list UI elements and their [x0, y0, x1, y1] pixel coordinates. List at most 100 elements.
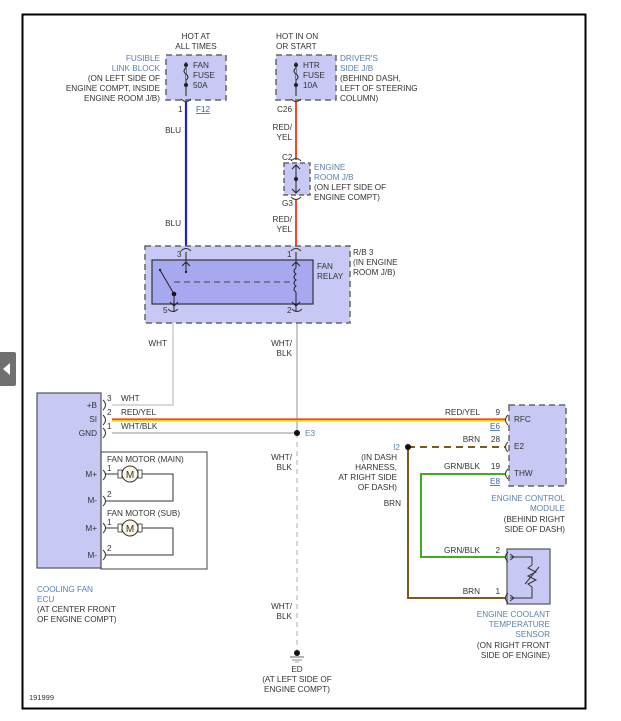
wire-label-wht-blk: WHT/: [271, 339, 293, 348]
pin-number: 3: [107, 394, 112, 403]
fuse-label: HTR: [303, 61, 320, 70]
wire-label-wht-blk: BLK: [277, 463, 293, 472]
fuse-icon: [293, 67, 299, 81]
connector-icon: [290, 98, 302, 102]
engine-room-jb: C2 G3 ENGINE ROOM J/B (ON LEFT SIDE OF E…: [282, 153, 386, 208]
jb-name: ENGINE: [314, 163, 346, 172]
relay-pin: 1: [287, 250, 292, 259]
fuse-label: FAN: [193, 61, 209, 70]
wire-label-wht-blk: WHT/: [271, 453, 293, 462]
block-location: LEFT OF STEERING: [340, 84, 418, 93]
ecm-location: SIDE OF DASH): [504, 525, 565, 534]
jb-name: ROOM J/B: [314, 173, 354, 182]
motor-symbol: M: [126, 524, 134, 535]
motor-icon: [121, 519, 139, 537]
wires: [112, 102, 505, 650]
block-location: (BEHIND DASH,: [340, 74, 401, 83]
chevron-left-icon: [3, 363, 10, 375]
ecu-name: ECU: [37, 595, 54, 604]
htr-fuse-block: HTR FUSE 10A HOT IN ON OR START DRIVER'S…: [275, 32, 418, 114]
connector-icon: [505, 414, 509, 480]
terminal-m-plus: M+: [85, 470, 97, 479]
connector-icon: [167, 308, 303, 312]
power-header: ALL TIMES: [175, 42, 217, 51]
block-name: DRIVER'S: [340, 54, 378, 63]
relay-block-label: ROOM J/B): [353, 268, 396, 277]
motor-title: FAN MOTOR (SUB): [107, 509, 180, 518]
wire-label: WHT: [121, 394, 140, 403]
ground-ed: ED (AT LEFT SIDE OF ENGINE COMPT): [262, 650, 332, 694]
wire-label: BRN: [463, 435, 480, 444]
brush-icon: [117, 523, 123, 533]
drivers-side-jb-box: [275, 54, 337, 101]
block-name: LINK BLOCK: [112, 64, 161, 73]
splice-i2-label: I2: [393, 443, 400, 452]
ecm-terminal: RFC: [514, 415, 531, 424]
relay-pin: 3: [177, 250, 182, 259]
connector-c26: C26: [277, 105, 292, 114]
terminal-m-minus: M-: [87, 551, 97, 560]
block-location: COLUMN): [340, 94, 378, 103]
brush-icon: [117, 469, 123, 479]
sensor-name: TEMPERATURE: [489, 620, 551, 629]
connector-icon: [102, 522, 106, 561]
sensor-name: SENSOR: [515, 630, 550, 639]
terminal-m-minus: M-: [87, 496, 97, 505]
wire-label: GRN/BLK: [444, 546, 480, 555]
connector-icon: [180, 98, 192, 102]
pin-g3: G3: [282, 199, 293, 208]
pin-number: 2: [107, 490, 112, 499]
brush-icon: [137, 523, 143, 533]
pin-c2: C2: [282, 153, 293, 162]
block-name: SIDE J/B: [340, 64, 374, 73]
sensor-lead: [510, 587, 533, 599]
connector-icon: [102, 399, 106, 439]
motor-loop: [105, 527, 174, 556]
ecm-name: MODULE: [530, 504, 566, 513]
sensor-location: (ON RIGHT FRONT: [477, 641, 550, 650]
ecu-box: [36, 392, 102, 569]
ecm-terminal: E2: [514, 442, 524, 451]
splice-i2-node: [405, 444, 411, 450]
terminal-m-plus: M+: [85, 524, 97, 533]
diagram-frame: [21, 13, 587, 710]
ground-location: ENGINE COMPT): [264, 685, 330, 694]
block-location: ENGINE ROOM J/B): [84, 94, 160, 103]
relay-block-label: (IN ENGINE: [353, 258, 398, 267]
fuse-node-top: [184, 63, 188, 67]
fuse-label: 50A: [193, 81, 208, 90]
switch-tip: [158, 268, 162, 272]
connector-link-e8[interactable]: E8: [490, 477, 500, 486]
ecu-location: OF ENGINE COMPT): [37, 615, 117, 624]
wire-label: BRN: [463, 587, 480, 596]
wire-brn: [407, 447, 505, 599]
wire-label-wht-blk: BLK: [277, 349, 293, 358]
fuse-label: FUSE: [303, 71, 325, 80]
motor-icon: [121, 465, 139, 483]
connector-link-f12[interactable]: F12: [196, 105, 211, 114]
power-header: OR START: [276, 42, 317, 51]
relay-name: RELAY: [317, 272, 344, 281]
splice-i2-location: HARNESS,: [355, 463, 397, 472]
connector-icon: [180, 248, 302, 252]
arrow-icon: [291, 261, 301, 267]
block-location: ENGINE COMPT, INSIDE: [66, 84, 161, 93]
fuse-icon: [183, 67, 189, 81]
connector-icon: [505, 551, 509, 604]
splice-i2: I2 (IN DASH HARNESS, AT RIGHT SIDE OF DA…: [338, 443, 411, 508]
previous-page-tab[interactable]: [0, 352, 16, 386]
brush-icon: [137, 469, 143, 479]
fuse-node-bottom: [294, 83, 298, 87]
pin-number: 2: [495, 546, 500, 555]
wire-label-wht: WHT: [148, 339, 167, 348]
ecm-terminal: THW: [514, 469, 533, 478]
ecm-location: (BEHIND RIGHT: [504, 515, 565, 524]
arrow-icon: [181, 261, 191, 267]
splice-e3-node: [294, 430, 300, 436]
terminal-b: +B: [87, 401, 98, 410]
connector-link-e6[interactable]: E6: [490, 422, 500, 431]
fan-relay: 3 1 5 2 FAN RELAY R/B 3 (IN ENGINE ROOM …: [144, 245, 398, 324]
wire-label-wht-blk: BLK: [277, 612, 293, 621]
sensor-name: ENGINE COOLANT: [477, 610, 550, 619]
